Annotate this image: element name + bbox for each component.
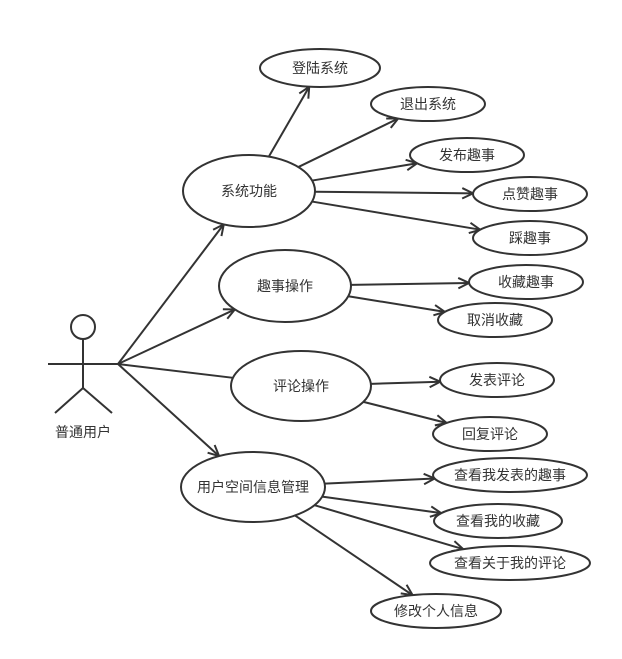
- use-case-ellipse: [468, 264, 584, 300]
- use-case-ellipse: [259, 48, 381, 88]
- use-case-ellipse: [180, 451, 326, 523]
- use-case-ellipse: [433, 503, 563, 539]
- edge-sys-logout: [297, 117, 399, 168]
- use-case-ellipse: [230, 350, 372, 422]
- edge-space-edit_info: [294, 514, 414, 596]
- edge-actor-space: [117, 363, 220, 457]
- use-case-logout[interactable]: 退出系统: [370, 86, 486, 122]
- use-case-ellipse: [218, 249, 352, 323]
- edge-space-my_comments: [314, 504, 464, 551]
- use-case-ellipse: [437, 302, 553, 338]
- use-case-my-collect[interactable]: 查看我的收藏: [433, 503, 563, 539]
- use-case-ellipse: [432, 457, 588, 493]
- use-case-comment[interactable]: 评论操作: [230, 350, 372, 422]
- use-case-label: 修改个人信息: [394, 603, 478, 620]
- use-case-login[interactable]: 登陆系统: [259, 48, 381, 88]
- use-case-collect[interactable]: 收藏趣事: [468, 264, 584, 300]
- use-case-sys[interactable]: 系统功能: [182, 154, 316, 228]
- actor-label: 普通用户: [55, 424, 111, 441]
- use-case-label: 登陆系统: [292, 61, 348, 77]
- actor-right-leg: [82, 387, 113, 414]
- actor-left-leg: [54, 387, 84, 414]
- use-case-label: 取消收藏: [467, 313, 523, 329]
- use-case-reply[interactable]: 回复评论: [432, 416, 548, 452]
- use-case-label: 回复评论: [462, 426, 518, 443]
- use-case-label: 查看我发表的趣事: [454, 468, 566, 484]
- use-case-label: 点赞趣事: [502, 187, 558, 203]
- actor-head: [70, 314, 96, 340]
- use-case-label: 查看我的收藏: [456, 514, 540, 530]
- use-case-label: 趣事操作: [257, 279, 313, 295]
- use-case-fun[interactable]: 趣事操作: [218, 249, 352, 323]
- edge-comment-reply: [363, 400, 447, 424]
- use-case-ellipse: [432, 416, 548, 452]
- use-case-like[interactable]: 点赞趣事: [472, 176, 588, 212]
- use-case-ellipse: [370, 86, 486, 122]
- edge-sys-like: [314, 190, 474, 195]
- edge-fun-collect: [350, 281, 470, 286]
- use-case-ellipse: [370, 593, 502, 629]
- edge-sys-dislike: [311, 200, 481, 231]
- use-case-uncollect[interactable]: 取消收藏: [437, 302, 553, 338]
- edge-space-my_collect: [322, 495, 442, 515]
- edge-actor-sys: [117, 223, 225, 365]
- use-case-publish[interactable]: 发布趣事: [409, 137, 525, 173]
- edge-space-my_posts: [324, 477, 435, 485]
- use-case-ellipse: [182, 154, 316, 228]
- edge-sys-publish: [312, 162, 418, 182]
- use-case-my-comments[interactable]: 查看关于我的评论: [429, 545, 591, 581]
- use-case-ellipse: [409, 137, 525, 173]
- use-case-label: 退出系统: [400, 97, 456, 113]
- use-case-label: 用户空间信息管理: [197, 479, 309, 496]
- use-case-label: 踩趣事: [509, 231, 551, 247]
- use-case-post-comment[interactable]: 发表评论: [439, 362, 555, 398]
- use-case-label: 查看关于我的评论: [454, 556, 566, 572]
- edge-sys-login: [267, 86, 311, 158]
- use-case-label: 系统功能: [221, 184, 277, 200]
- use-case-ellipse: [439, 362, 555, 398]
- use-case-space[interactable]: 用户空间信息管理: [180, 451, 326, 523]
- use-case-ellipse: [429, 545, 591, 581]
- use-case-label: 发布趣事: [439, 148, 495, 164]
- actor-user: 普通用户: [48, 314, 118, 441]
- use-case-ellipse: [472, 176, 588, 212]
- edge-fun-uncollect: [348, 295, 446, 313]
- edge-actor-comment: [117, 363, 234, 379]
- use-case-ellipse: [472, 220, 588, 256]
- use-case-label: 发表评论: [469, 373, 525, 389]
- edge-comment-post_comment: [370, 380, 441, 385]
- use-case-label: 收藏趣事: [498, 275, 554, 291]
- use-case-my-posts[interactable]: 查看我发表的趣事: [432, 457, 588, 493]
- use-case-label: 评论操作: [273, 379, 329, 395]
- edge-actor-fun: [117, 308, 236, 365]
- use-case-edit-info[interactable]: 修改个人信息: [370, 593, 502, 629]
- use-case-dislike[interactable]: 踩趣事: [472, 220, 588, 256]
